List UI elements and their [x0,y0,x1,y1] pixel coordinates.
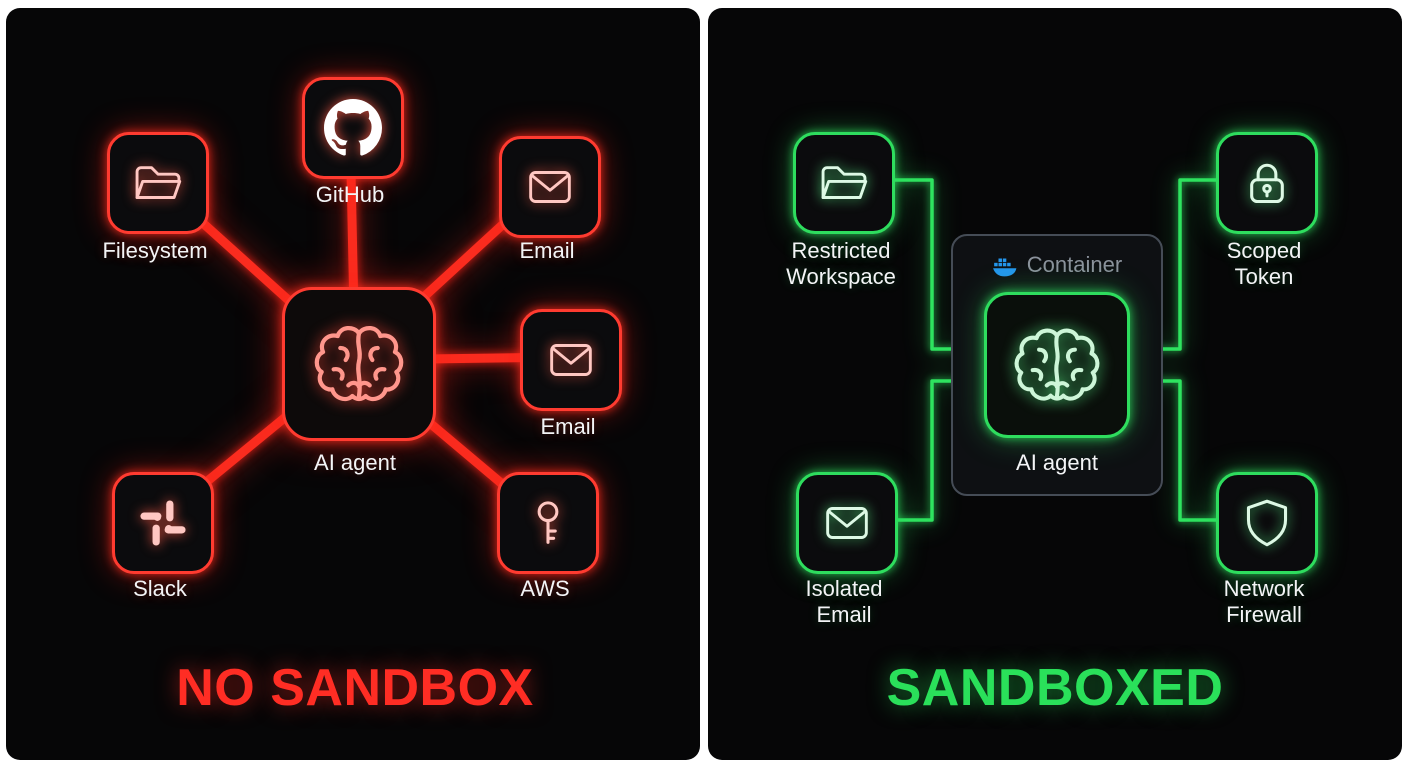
sandboxed-title: SANDBOXED [886,659,1224,717]
mail-icon [542,331,600,389]
docker-icon [992,252,1018,278]
no-sandbox-title: NO SANDBOX [176,659,534,717]
brain-icon [1011,319,1103,411]
network-firewall-label: Network Firewall [1223,576,1305,627]
slack-icon [134,494,192,552]
container-header: Container [992,252,1122,278]
ai-agent-label: AI agent [1016,450,1098,475]
node-network-firewall [1216,472,1318,574]
node-scoped-token [1216,132,1318,234]
aws-label: AWS [520,576,570,601]
restricted-workspace-label: Restricted Workspace [786,238,896,289]
ai-agent-box [282,287,436,441]
lock-icon [1238,154,1296,212]
github-icon [324,99,382,157]
container-box: Container AI agent [951,234,1163,496]
mail-icon [818,494,876,552]
filesystem-label: Filesystem [102,238,208,263]
node-aws [497,472,599,574]
email-top-label: Email [519,238,575,263]
node-isolated-email [796,472,898,574]
email-right-label: Email [540,414,596,439]
no-sandbox-panel: Filesystem GitHub Email AI agent Email S… [6,8,700,760]
shield-icon [1238,494,1296,552]
github-label: GitHub [315,182,385,207]
key-icon [519,494,577,552]
node-email-right [520,309,622,411]
folder-icon [815,154,873,212]
brain-icon [311,316,407,412]
node-slack [112,472,214,574]
ai-agent-label: AI agent [314,450,396,475]
slack-label: Slack [133,576,187,601]
mail-icon [521,158,579,216]
sandboxed-panel: Restricted Workspace Scoped Token Contai… [708,8,1402,760]
scoped-token-label: Scoped Token [1226,238,1302,289]
folder-icon [129,154,187,212]
node-email-top [499,136,601,238]
isolated-email-label: Isolated Email [805,576,883,627]
node-filesystem [107,132,209,234]
node-github [302,77,404,179]
container-label: Container [1026,252,1123,277]
node-restricted-workspace [793,132,895,234]
ai-agent-box [984,292,1130,438]
